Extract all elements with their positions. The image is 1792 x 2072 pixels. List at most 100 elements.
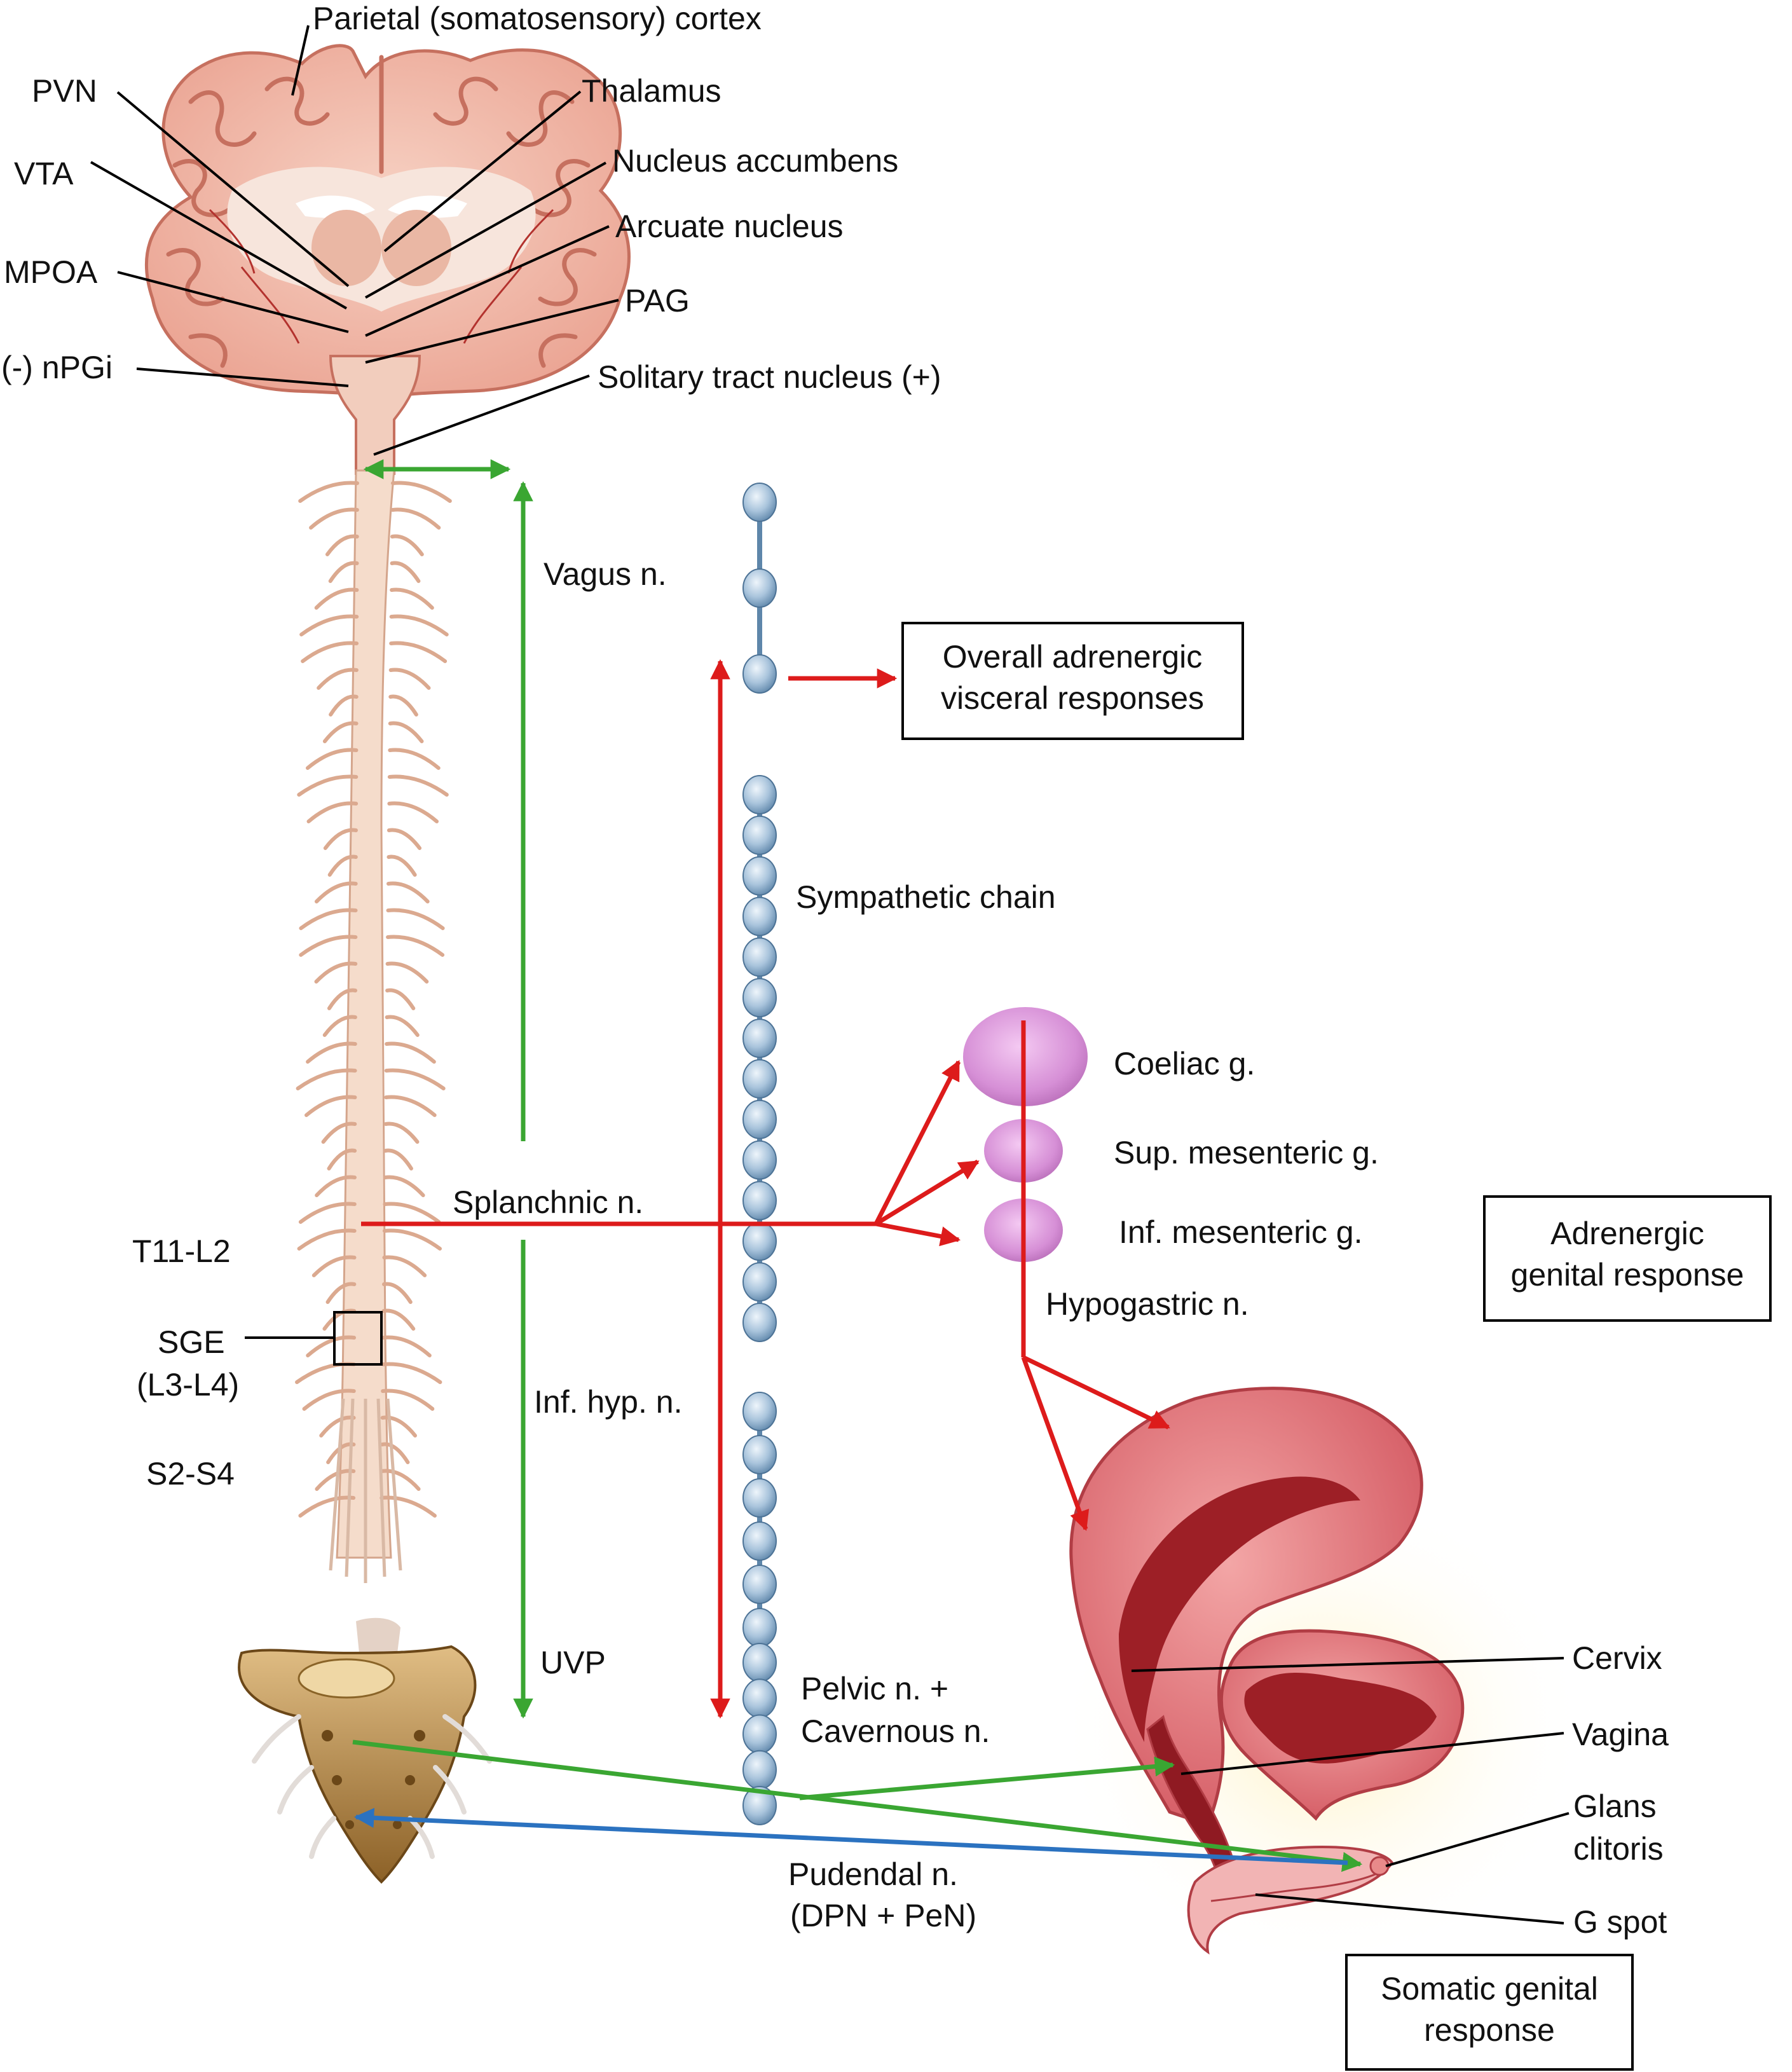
- sacrum-illustration: [238, 1617, 492, 1884]
- sympathetic-ganglion-bead: [742, 1221, 777, 1261]
- spinal-nerve-root: [388, 694, 418, 717]
- sympathetic-ganglion-bead: [742, 1608, 777, 1647]
- spinal-nerve-root: [306, 801, 359, 823]
- label-sup-mesenteric-ganglion: Sup. mesenteric g.: [1114, 1135, 1379, 1170]
- label-t11-l2: T11-L2: [132, 1233, 231, 1269]
- spinal-nerve-root: [298, 1202, 357, 1224]
- sympathetic-ganglion-bead: [742, 896, 777, 937]
- label-cavernous-nerve: Cavernous n.: [801, 1713, 990, 1749]
- box-adrenergic-genital: Adrenergic genital response: [1483, 1195, 1772, 1322]
- sympathetic-ganglion-bead: [742, 1140, 777, 1180]
- label-pvn: PVN: [32, 73, 97, 109]
- spinal-nerve-root: [299, 614, 359, 636]
- sympathetic-chain-beads: [742, 483, 777, 1825]
- spinal-nerve-root: [390, 507, 441, 530]
- spinal-nerve-root: [325, 1282, 357, 1304]
- spinal-nerve-root: [390, 561, 421, 583]
- box-adrenergic-line2: genital response: [1511, 1257, 1744, 1293]
- spinal-cord-illustration: [295, 469, 452, 1583]
- parasympathetic-pathways: [352, 459, 1363, 1872]
- spinal-nerve-root: [391, 481, 452, 503]
- spinal-nerve-root: [301, 641, 359, 663]
- spinal-nerve-root: [390, 587, 434, 610]
- pelvic-to-vagina-arrow: [799, 1756, 1175, 1801]
- spinal-nerve-root: [386, 881, 430, 903]
- spinal-nerve-root: [390, 534, 424, 556]
- spinal-nerve-root: [386, 828, 422, 850]
- label-s2-s4: S2-S4: [146, 1456, 235, 1492]
- ganglia-labels: Coeliac g. Sup. mesenteric g. Inf. mesen…: [1114, 1046, 1379, 1250]
- spinal-nerve-root: [388, 748, 441, 770]
- spinal-nerve-root: [389, 614, 449, 636]
- spinal-nerve-root: [388, 721, 424, 743]
- sympathetic-ganglion-bead: [742, 1262, 777, 1302]
- spinal-nerve-root: [386, 908, 445, 930]
- spinal-nerve-root: [325, 534, 359, 556]
- label-clitoris: clitoris: [1573, 1831, 1664, 1867]
- spinal-nerve-root: [297, 774, 359, 797]
- spinal-nerve-root: [327, 1148, 357, 1170]
- hypogastric-to-uterus-arrow: [1021, 1356, 1090, 1531]
- hypogastric-to-adrenergic-arrow: [1022, 1355, 1170, 1430]
- box-somatic-line1: Somatic genital: [1381, 1971, 1598, 2007]
- label-splanchnic-nerve: Splanchnic n.: [453, 1184, 643, 1220]
- sympathetic-ganglion-bead: [742, 1181, 777, 1221]
- spinal-nerve-root: [299, 935, 358, 957]
- spinal-nerve-root: [314, 961, 358, 984]
- spinal-nerve-root: [381, 1308, 416, 1331]
- spinal-nerve-root: [314, 587, 359, 610]
- spinal-nerve-root: [382, 1228, 442, 1251]
- spinal-nerve-root: [385, 988, 416, 1010]
- sympathetic-ganglion-bead: [742, 815, 777, 855]
- spinal-nerve-root: [322, 721, 359, 743]
- sympathetic-ganglion-bead: [742, 1435, 777, 1474]
- spinal-nerve-root: [380, 1495, 437, 1518]
- sympathetic-ganglion-bead: [742, 1099, 777, 1139]
- sympathetic-ganglion-bead: [742, 1059, 777, 1099]
- sympathetic-ganglion-bead: [742, 775, 777, 814]
- spinal-nerve-root: [383, 1175, 425, 1197]
- label-solitary-tract-nucleus: Solitary tract nucleus (+): [598, 359, 941, 395]
- brain-labels: Parietal (somatosensory) cortex PVN VTA …: [1, 1, 941, 395]
- pudendal-afferent-arrow: [353, 1808, 1348, 1865]
- sympathetic-ganglion-bead: [742, 1678, 777, 1719]
- spinal-nerve-root: [383, 1122, 420, 1144]
- spinal-nerve-root: [380, 1469, 421, 1491]
- brain-illustration: [144, 44, 631, 475]
- spinal-nerve-root: [311, 1255, 357, 1277]
- box-somatic-line2: response: [1424, 2012, 1555, 2048]
- spinal-nerve-root: [309, 507, 359, 530]
- label-pudendal-branches: (DPN + PeN): [790, 1898, 976, 1933]
- spinal-nerve-root: [329, 694, 359, 717]
- spinal-nerve-root: [327, 854, 358, 877]
- label-nucleus-accumbens: Nucleus accumbens: [612, 143, 898, 179]
- sacral-to-clitoris-arrow: [352, 1739, 1363, 1872]
- sympathetic-ganglion-bead: [742, 1565, 777, 1604]
- spinal-nerve-root: [317, 668, 359, 690]
- spinal-nerve-root: [382, 1282, 413, 1304]
- female-genitalia-illustration: [1055, 1387, 1589, 1971]
- genital-leader-lines: [1131, 1657, 1570, 1924]
- sympathetic-ganglion-bead: [742, 568, 777, 608]
- genital-labels: Cervix Vagina Glans clitoris G spot: [1572, 1640, 1669, 1940]
- spinal-nerve-root: [384, 1095, 437, 1117]
- spinal-nerve-root: [322, 1015, 357, 1037]
- box-visceral-responses: Overall adrenergic visceral responses: [901, 622, 1244, 740]
- sympathetic-ganglion-bead: [742, 1478, 777, 1518]
- to-coeliac-arrow: [873, 1060, 961, 1225]
- spinal-labels: T11-L2 SGE (L3-L4) S2-S4: [132, 1233, 239, 1492]
- label-glans: Glans: [1573, 1788, 1657, 1824]
- spinal-nerve-root: [314, 881, 358, 903]
- spinal-nerve-root: [302, 1389, 356, 1411]
- label-pudendal-nerve: Pudendal n.: [788, 1856, 958, 1892]
- sympathetic-ganglion-bead: [742, 1303, 777, 1342]
- label-coeliac-ganglion: Coeliac g.: [1114, 1046, 1255, 1081]
- label-thalamus: Thalamus: [582, 73, 722, 109]
- label-inf-mesenteric-ganglion: Inf. mesenteric g.: [1119, 1214, 1363, 1250]
- label-sympathetic-chain: Sympathetic chain: [796, 879, 1056, 915]
- label-parietal-cortex: Parietal (somatosensory) cortex: [313, 1, 762, 36]
- sympathetic-ganglion-bead: [742, 856, 777, 896]
- sympathetic-ganglion-bead: [742, 654, 777, 694]
- label-uvp: UVP: [540, 1645, 606, 1680]
